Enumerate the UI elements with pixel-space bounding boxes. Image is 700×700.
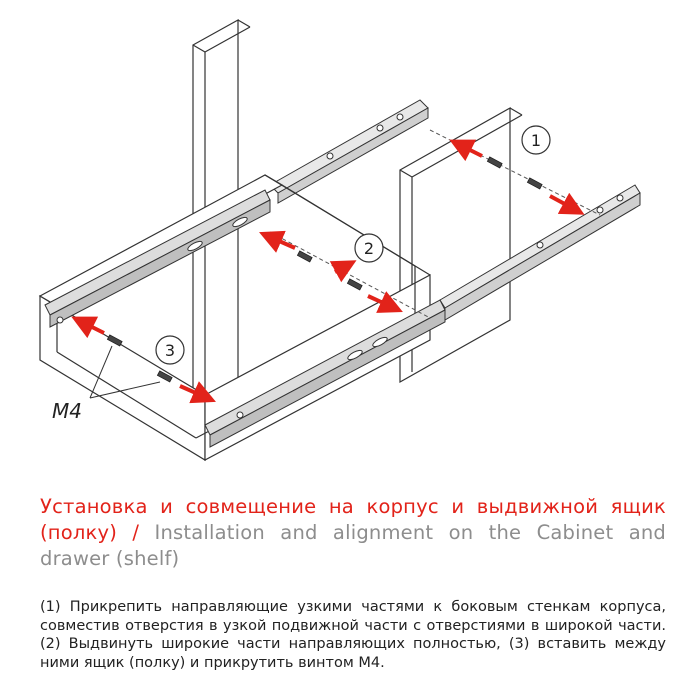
- screw-size-label: M4: [52, 399, 82, 423]
- screw-3a: [106, 334, 123, 347]
- screw-3b: [156, 370, 173, 383]
- drawer-left-rail: [44, 189, 271, 328]
- installation-diagram: 1 2 3 M4: [38, 18, 641, 462]
- direction-arrows: [71, 139, 585, 404]
- left-cabinet-rail: [269, 99, 429, 204]
- arrow-1b: [549, 192, 585, 215]
- section-heading: Установка и совмещение на корпус и выдви…: [40, 494, 666, 572]
- step-2-marker: 2: [354, 233, 384, 263]
- arrow-1a: [449, 139, 483, 162]
- step-3-marker: 3: [155, 335, 185, 365]
- m4-leader: [89, 345, 161, 399]
- screw-1b: [526, 177, 543, 190]
- screw-1a: [486, 156, 503, 169]
- step-1-marker: 1: [521, 125, 551, 155]
- arrow-2b: [329, 260, 357, 283]
- drawer-right-rail: [204, 299, 446, 448]
- heading-separator: /: [117, 521, 155, 544]
- heading-russian: Установка и совмещение на корпус и выдви…: [40, 495, 666, 544]
- svg-text:3: 3: [165, 341, 175, 360]
- arrow-2c: [367, 291, 403, 313]
- arrow-2a: [259, 230, 296, 253]
- instructions-text: (1) Прикрепить направляющие узкими частя…: [40, 599, 666, 671]
- svg-text:1: 1: [531, 131, 541, 150]
- arrow-3a: [71, 316, 105, 339]
- svg-text:2: 2: [364, 239, 374, 258]
- screw-2b: [346, 278, 363, 291]
- screw-2a: [296, 250, 313, 263]
- heading-english: Installation and alignment on the Cabine…: [40, 521, 666, 570]
- arrow-3b: [179, 381, 216, 404]
